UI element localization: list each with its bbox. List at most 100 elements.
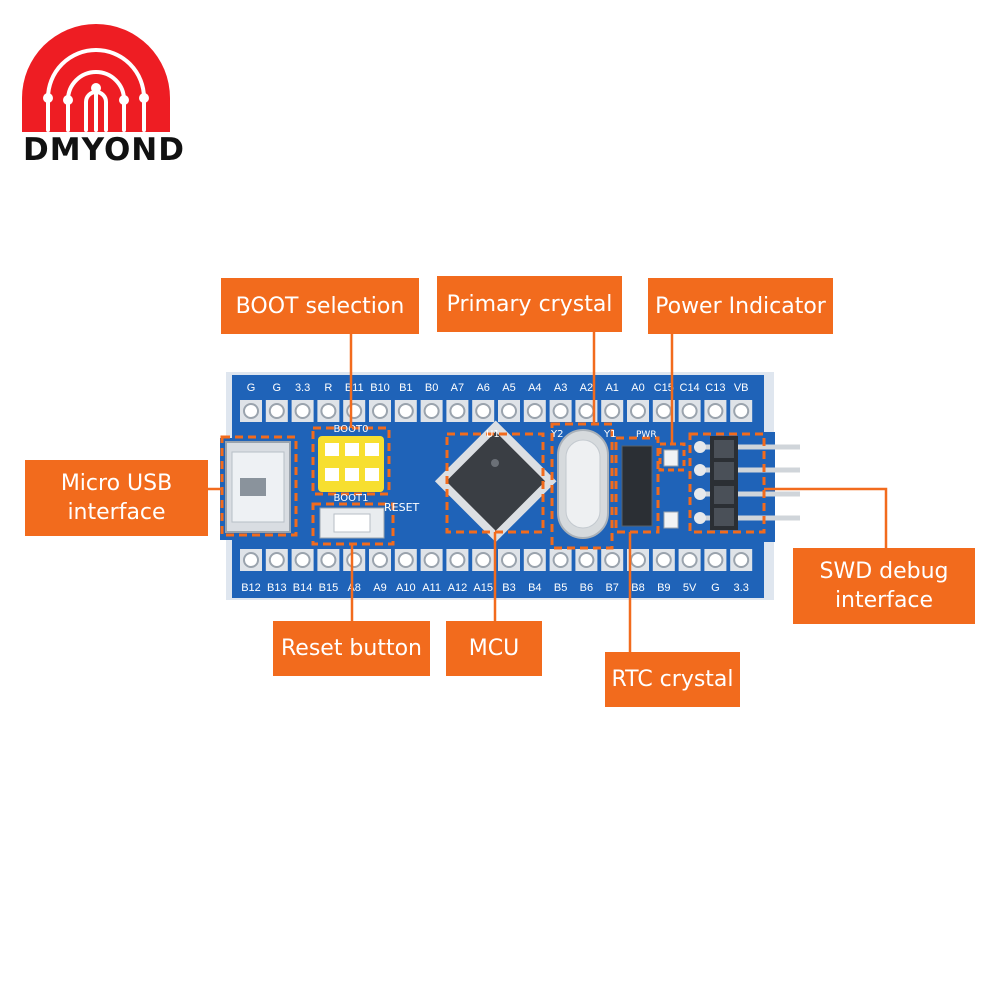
top-pin-hole bbox=[268, 403, 285, 419]
top-pin-hole bbox=[449, 403, 466, 419]
bottom-pin-label: B4 bbox=[528, 582, 541, 594]
top-pin-label: A1 bbox=[605, 382, 618, 394]
top-pin-label: A3 bbox=[554, 382, 567, 394]
top-pin-hole bbox=[552, 403, 569, 419]
bottom-pin-hole bbox=[346, 552, 363, 568]
top-pin-label: C15 bbox=[654, 382, 674, 394]
top-pin-hole bbox=[733, 403, 750, 419]
silk-pwr: PWR bbox=[636, 430, 657, 440]
top-pin-label: R bbox=[324, 382, 332, 394]
bottom-pin-label: B9 bbox=[657, 582, 670, 594]
bottom-pin-hole bbox=[475, 552, 492, 568]
top-pin-label: G bbox=[273, 382, 282, 394]
bottom-pin-label: 5V bbox=[683, 582, 697, 594]
top-pin-label: A0 bbox=[631, 382, 644, 394]
bottom-pin-label: B12 bbox=[241, 582, 261, 594]
bottom-pin-label: B7 bbox=[605, 582, 618, 594]
top-pin-label: VB bbox=[734, 382, 749, 394]
bottom-pin-label: A15 bbox=[473, 582, 493, 594]
brand-name: DMYOND bbox=[23, 132, 185, 168]
bottom-pin-hole bbox=[552, 552, 569, 568]
bottom-pin-label: A12 bbox=[448, 582, 468, 594]
callout-power-indicator: Power Indicator bbox=[648, 278, 833, 334]
bottom-pin-hole bbox=[320, 552, 337, 568]
top-pin-hole bbox=[346, 403, 363, 419]
bottom-pin-label: G bbox=[711, 582, 720, 594]
reset-button bbox=[319, 507, 385, 539]
boot-selection-highlight bbox=[311, 426, 391, 496]
bottom-pin-hole bbox=[604, 552, 621, 568]
bottom-pin-label: A11 bbox=[422, 582, 441, 594]
bottom-pin-hole bbox=[449, 552, 466, 568]
top-pin-hole bbox=[372, 403, 388, 419]
top-pin-hole bbox=[526, 403, 543, 419]
top-header-pins bbox=[240, 400, 753, 422]
bottom-pin-hole bbox=[397, 552, 414, 568]
bottom-pin-label: B15 bbox=[319, 582, 339, 594]
top-pin-hole bbox=[707, 403, 724, 419]
bottom-pin-hole bbox=[294, 552, 311, 568]
top-pin-hole bbox=[578, 403, 595, 419]
silk-reset: RESET bbox=[384, 501, 420, 514]
top-pin-label: 3.3 bbox=[295, 382, 310, 394]
bottom-pin-hole bbox=[372, 552, 388, 568]
rtc-crystal-highlight bbox=[614, 436, 660, 534]
bottom-pin-label: B6 bbox=[580, 582, 593, 594]
top-pin-hole bbox=[604, 403, 621, 419]
swd-header bbox=[694, 436, 800, 530]
callout-micro-usb: Micro USB interface bbox=[25, 460, 208, 536]
top-pin-label: A6 bbox=[476, 382, 489, 394]
top-pin-label: A2 bbox=[580, 382, 593, 394]
callout-primary-crystal: Primary crystal bbox=[437, 276, 622, 332]
primary-crystal-highlight bbox=[550, 422, 614, 550]
callout-rtc-crystal: RTC crystal bbox=[605, 652, 740, 707]
top-pin-label: B0 bbox=[425, 382, 438, 394]
brand-logo bbox=[22, 24, 170, 132]
bottom-pin-label: A10 bbox=[396, 582, 416, 594]
bottom-pin-label: B3 bbox=[502, 582, 515, 594]
mcu-chip bbox=[434, 420, 557, 543]
silk-u1: U1 bbox=[486, 429, 500, 440]
callout-mcu: MCU bbox=[446, 621, 542, 676]
leader-lines bbox=[208, 332, 888, 652]
top-pin-label: A5 bbox=[502, 382, 515, 394]
top-pin-hole bbox=[320, 403, 337, 419]
top-pin-label: A7 bbox=[451, 382, 464, 394]
micro-usb-highlight bbox=[220, 435, 298, 537]
silk-boot0: BOOT0 bbox=[334, 424, 369, 435]
top-pin-hole bbox=[630, 403, 646, 419]
bottom-pin-label: B13 bbox=[267, 582, 287, 594]
bottom-pin-hole bbox=[655, 552, 672, 568]
bottom-pin-hole bbox=[733, 552, 750, 568]
silk-y2: Y2 bbox=[550, 429, 563, 440]
bottom-pin-label: A8 bbox=[347, 582, 360, 594]
top-pin-hole bbox=[501, 403, 517, 419]
bottom-pin-hole bbox=[501, 552, 517, 568]
bottom-pin-label: B14 bbox=[293, 582, 313, 594]
top-pin-hole bbox=[423, 403, 440, 419]
bottom-pin-hole bbox=[707, 552, 724, 568]
top-pin-hole bbox=[681, 403, 698, 419]
silk-boot1: BOOT1 bbox=[334, 493, 369, 504]
top-pin-hole bbox=[294, 403, 311, 419]
top-pin-label: B10 bbox=[370, 382, 390, 394]
bottom-pin-hole bbox=[243, 552, 259, 568]
bottom-pin-label: B8 bbox=[631, 582, 644, 594]
power-led bbox=[663, 449, 679, 529]
callout-boot-selection: BOOT selection bbox=[221, 278, 419, 334]
bottom-pin-hole bbox=[423, 552, 440, 568]
silk-y1: Y1 bbox=[603, 429, 616, 440]
bottom-pin-label: A9 bbox=[373, 582, 386, 594]
top-pin-label: A4 bbox=[528, 382, 541, 394]
bottom-pin-hole bbox=[630, 552, 646, 568]
boot-jumper-block bbox=[318, 436, 384, 492]
top-pin-label: C13 bbox=[705, 382, 725, 394]
top-pin-label: B1 bbox=[399, 382, 412, 394]
rtc-crystal bbox=[621, 445, 653, 527]
top-pin-hole bbox=[655, 403, 672, 419]
callout-reset-button: Reset button bbox=[273, 621, 430, 676]
top-pin-label: C14 bbox=[680, 382, 700, 394]
